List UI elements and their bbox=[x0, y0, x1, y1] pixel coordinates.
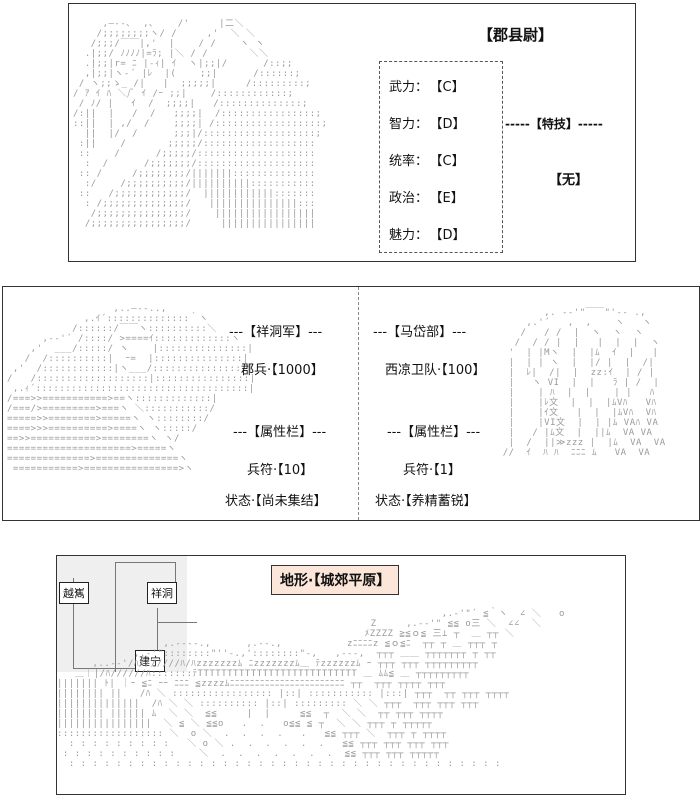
terrain-label: 地形·【城郊平原】 bbox=[271, 565, 400, 595]
right-status: 状态·【养精蓄锐】 bbox=[375, 494, 477, 509]
map-link bbox=[73, 668, 153, 669]
stat-grade: 【E】 bbox=[436, 191, 464, 206]
left-attr: 兵符·【10】 bbox=[247, 463, 314, 478]
map-link bbox=[115, 562, 116, 672]
center-divider bbox=[358, 287, 359, 520]
stat-grade: 【C】 bbox=[436, 80, 465, 95]
map-link bbox=[157, 622, 197, 623]
map-node-yuexi[interactable]: 越嶲 bbox=[59, 582, 89, 604]
right-attr-header: ---【属性栏】--- bbox=[387, 425, 481, 440]
character-ascii-art: ,―-‐､ ,､ /' |二＼ /;;;;;;;;ヽ/ / ,' ＼ ＼ /;;… bbox=[73, 19, 328, 229]
map-link bbox=[115, 562, 175, 563]
stat-label: 政治： bbox=[389, 191, 429, 206]
skill-value: 【无】 bbox=[549, 173, 589, 188]
terrain-panel: 越嶲 祥洞 建宁 地形·【城郊平原】 ,.-'"´ ≦｀ヽ ∠ ＼ o Z ,.… bbox=[56, 555, 626, 795]
left-troops: 郡兵·【1000】 bbox=[241, 363, 324, 378]
right-troops: 西凉卫队·【100】 bbox=[385, 363, 486, 378]
map-link bbox=[175, 562, 176, 582]
left-status: 状态·【尚未集结】 bbox=[225, 494, 327, 509]
stat-row-strength: 武力： 【C】 bbox=[389, 76, 465, 95]
stat-grade: 【C】 bbox=[436, 154, 465, 169]
map-link bbox=[157, 608, 158, 652]
map-node-jianning[interactable]: 建宁 bbox=[135, 650, 165, 672]
rank-title: 【郡县尉】 bbox=[478, 26, 554, 44]
stat-label: 武力： bbox=[389, 80, 429, 95]
stat-label: 统率： bbox=[389, 154, 429, 169]
battle-panel: ,..―‐-.., ,.ｲ´::::::::::::::｀ヽ /::::::/￣… bbox=[2, 286, 700, 521]
map-node-xiangdong[interactable]: 祥洞 bbox=[147, 582, 177, 604]
left-faction-label: ---【祥洞军】--- bbox=[229, 325, 323, 340]
stat-label: 魅力： bbox=[389, 228, 429, 243]
stat-label: 智力： bbox=[389, 117, 429, 132]
stat-row-command: 统率： 【C】 bbox=[389, 150, 465, 169]
map-overlay bbox=[57, 556, 187, 672]
right-attr: 兵符·【1】 bbox=[403, 463, 461, 478]
stat-grade: 【D】 bbox=[436, 228, 466, 243]
left-attr-header: ---【属性栏】--- bbox=[233, 425, 327, 440]
officer-panel: ,―-‐､ ,､ /' |二＼ /;;;;;;;;ヽ/ / ,' ＼ ＼ /;;… bbox=[68, 3, 636, 262]
stats-box bbox=[379, 61, 503, 253]
stat-grade: 【D】 bbox=[436, 117, 466, 132]
stat-row-charisma: 魅力： 【D】 bbox=[389, 224, 466, 243]
stat-row-intelligence: 智力： 【D】 bbox=[389, 113, 466, 132]
landscape-ascii-art: ,.-'"´ ≦｀ヽ ∠ ＼ o Z ,.-‐'" ≦≦ o三 ＼ ∠∠ ＼ ﾒ… bbox=[57, 609, 565, 769]
map-link bbox=[73, 578, 74, 668]
skill-header: -----【特技】----- bbox=[505, 117, 603, 131]
right-army-ascii-art: ,. -‐'"￣￣"'‐- ., ,.'´ , , ヽ ヽ / / / | ヽ … bbox=[502, 308, 666, 458]
right-faction-label: ---【马岱部】--- bbox=[373, 325, 467, 340]
left-army-ascii-art: ,..―‐-.., ,.ｲ´::::::::::::::｀ヽ /::::::/￣… bbox=[7, 304, 256, 474]
stat-row-politics: 政治： 【E】 bbox=[389, 187, 464, 206]
